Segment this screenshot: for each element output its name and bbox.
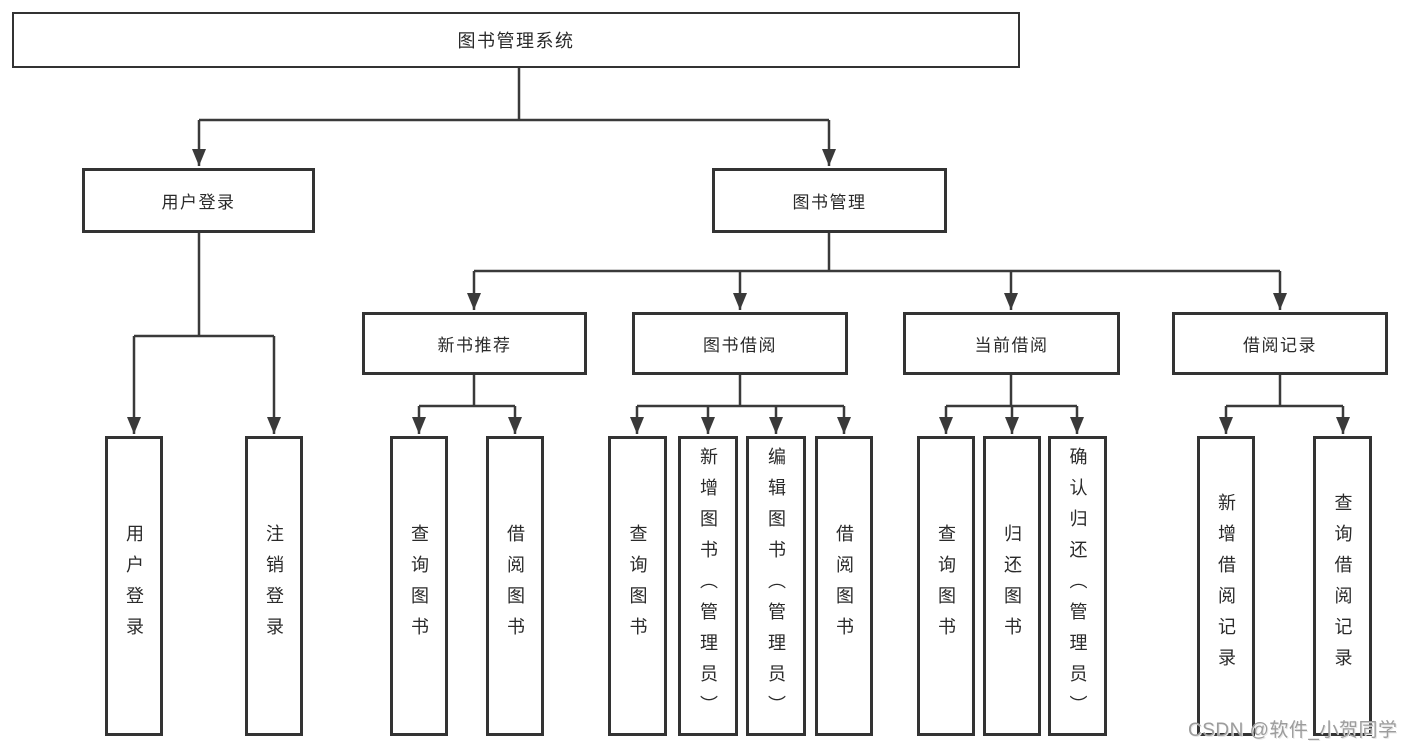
node-book-management: 图书管理 [712,168,947,233]
node-label: 归还图书 [1002,524,1022,648]
node-label: 确认归还（管理员） [1067,446,1088,726]
node-label: 新增图书（管理员） [698,446,718,726]
node-label: 图书借阅 [703,336,777,355]
node-label: 用户登录 [124,524,144,648]
node-user-login: 用户登录 [82,168,315,233]
leaf-user-login: 用户登录 [105,436,163,736]
leaf-query-books-borrowing: 查询图书 [608,436,667,736]
node-label: 注销登录 [264,524,284,648]
leaf-query-books-recommend: 查询图书 [390,436,448,736]
node-current-borrowing: 当前借阅 [903,312,1120,375]
node-label: 图书管理系统 [457,31,575,51]
leaf-add-book-admin: 新增图书（管理员） [678,436,738,736]
leaf-return-books: 归还图书 [983,436,1041,736]
leaf-borrow-books-borrowing: 借阅图书 [815,436,873,736]
node-label: 借阅图书 [505,524,525,648]
node-borrow-records: 借阅记录 [1172,312,1388,375]
leaf-borrow-books-recommend: 借阅图书 [486,436,544,736]
leaf-query-borrow-record: 查询借阅记录 [1313,436,1372,736]
node-label: 新书推荐 [437,336,512,355]
leaf-add-borrow-record: 新增借阅记录 [1197,436,1255,736]
node-label: 当前借阅 [974,336,1049,355]
node-label: 查询借阅记录 [1332,493,1353,679]
node-label: 借阅图书 [834,524,854,648]
node-library-management-system: 图书管理系统 [12,12,1020,68]
node-label: 查询图书 [409,524,429,648]
node-new-book-recommend: 新书推荐 [362,312,587,375]
node-label: 借阅记录 [1243,336,1317,355]
node-label: 查询图书 [936,524,956,648]
node-label: 用户登录 [161,193,236,212]
node-label: 查询图书 [627,524,648,648]
leaf-logout: 注销登录 [245,436,303,736]
csdn-watermark: CSDN @软件_小贺同学 [1188,720,1398,741]
node-label: 图书管理 [792,193,867,212]
leaf-query-books-current: 查询图书 [917,436,975,736]
leaf-edit-book-admin: 编辑图书（管理员） [746,436,806,736]
node-label: 编辑图书（管理员） [766,446,786,726]
node-label: 新增借阅记录 [1216,493,1236,679]
leaf-confirm-return-admin: 确认归还（管理员） [1048,436,1107,736]
node-book-borrowing: 图书借阅 [632,312,848,375]
